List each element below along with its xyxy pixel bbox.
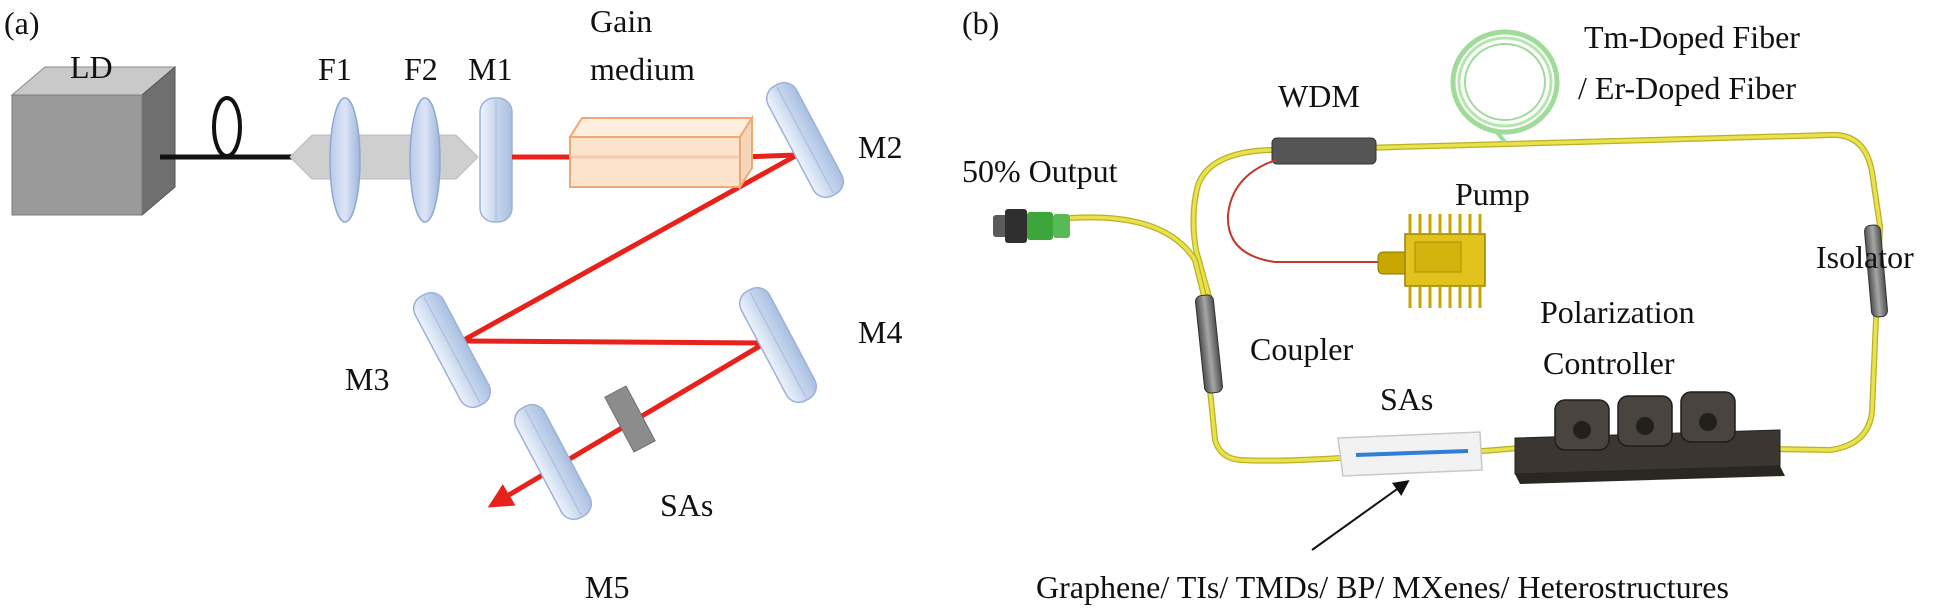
wdm-label: WDM <box>1278 78 1360 114</box>
coupler-label: Coupler <box>1250 331 1353 367</box>
f2-lens <box>409 97 441 223</box>
gain-label-line2: medium <box>590 51 695 87</box>
materials-arrow <box>1311 480 1410 551</box>
m3-label: M3 <box>345 361 389 397</box>
m5-label: M5 <box>585 569 629 605</box>
m2-label: M2 <box>858 129 902 165</box>
fiber-label-line1: Tm-Doped Fiber <box>1584 19 1800 55</box>
pump-fiber <box>160 96 295 160</box>
m3-mirror <box>412 291 492 409</box>
laser-diode-box <box>10 65 177 217</box>
f2-label: F2 <box>404 51 438 87</box>
m1-label: M1 <box>468 51 512 87</box>
gain-medium-crystal <box>568 114 754 191</box>
m4-label: M4 <box>858 314 902 350</box>
ld-label: LD <box>70 49 113 85</box>
polarization-controller <box>1514 391 1785 484</box>
fiber-ring <box>1069 131 1884 464</box>
collimator-housing <box>289 134 479 180</box>
polarization-label-line2: Controller <box>1543 345 1675 381</box>
f1-label: F1 <box>318 51 352 87</box>
output-connector <box>993 209 1070 243</box>
sas-label-b: SAs <box>1380 381 1433 417</box>
coupler-component <box>1195 294 1223 394</box>
m2-mirror <box>765 81 845 199</box>
m5-mirror <box>513 403 593 521</box>
m4-mirror <box>738 286 818 404</box>
polarization-label-line1: Polarization <box>1540 294 1695 330</box>
panel-a-tag: (a) <box>4 5 40 41</box>
panel-a: (a) LD F1 F2 M1 <box>4 3 902 605</box>
isolator-component <box>1864 224 1888 318</box>
m1-mirror <box>479 97 513 223</box>
materials-label: Graphene/ TIs/ TMDs/ BP/ MXenes/ Heteros… <box>1036 569 1729 605</box>
pump-diode <box>1377 214 1486 308</box>
sa-slide <box>1337 431 1483 477</box>
wdm-component <box>1271 137 1377 165</box>
gain-label-line1: Gain <box>590 3 652 39</box>
isolator-label: Isolator <box>1816 239 1914 275</box>
panel-b-tag: (b) <box>962 5 999 41</box>
panel-b: (b) Tm-Doped Fiber / Er-Doped Fiber WDM <box>962 5 1914 605</box>
f1-lens <box>329 97 361 223</box>
pump-label: Pump <box>1455 176 1530 212</box>
fiber-label-line2: / Er-Doped Fiber <box>1578 70 1796 106</box>
output-label: 50% Output <box>962 153 1118 189</box>
sas-label-a: SAs <box>660 487 713 523</box>
pump-fiber-red <box>1226 159 1378 263</box>
doped-fiber-coil <box>1450 29 1560 144</box>
sa-plate <box>604 385 656 453</box>
